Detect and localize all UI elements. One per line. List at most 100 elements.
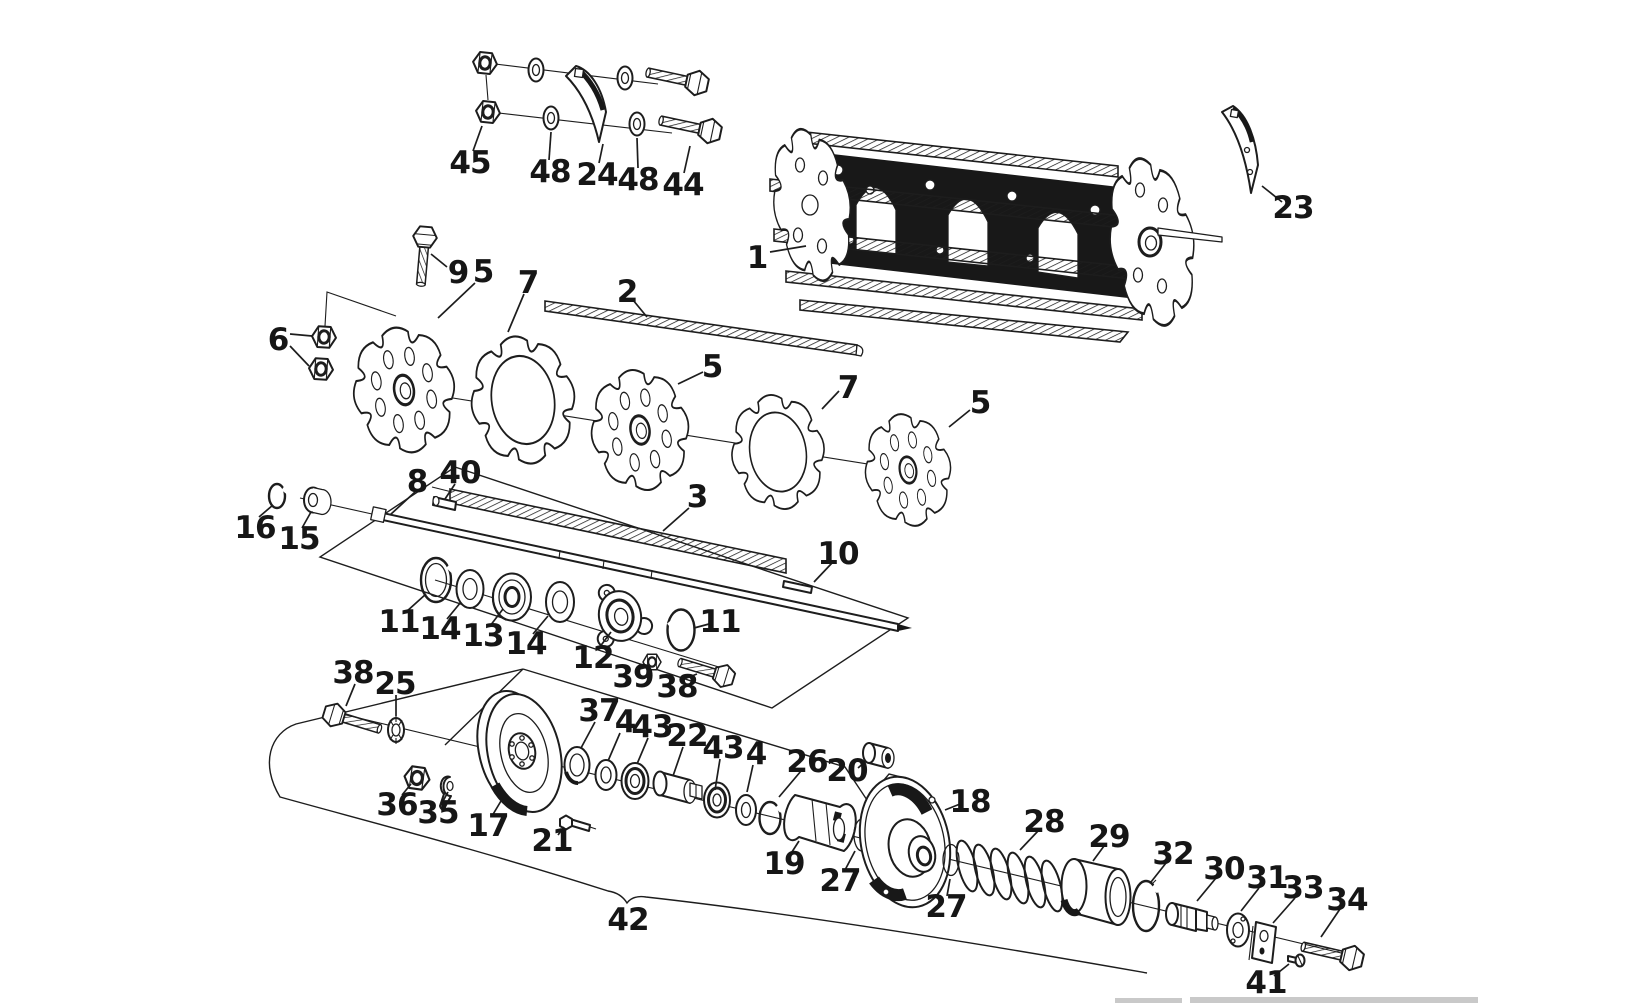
leader-line-29 bbox=[1092, 845, 1105, 862]
leader-line-4 bbox=[746, 764, 754, 793]
leader-line-31 bbox=[1240, 887, 1260, 912]
leader-line-10 bbox=[813, 562, 833, 583]
bolt-34 bbox=[1297, 933, 1367, 974]
leader-line-5 bbox=[948, 409, 971, 428]
part-label-38: 38 bbox=[332, 655, 373, 691]
part-label-2: 2 bbox=[617, 274, 638, 310]
rasp-bar-2 bbox=[544, 300, 864, 357]
part-label-16: 16 bbox=[234, 510, 275, 546]
drive-plate-18 bbox=[858, 775, 952, 909]
part-label-8: 8 bbox=[407, 464, 428, 500]
leader-line-1 bbox=[769, 245, 807, 253]
leader-line-35 bbox=[441, 791, 449, 804]
leader-line-18 bbox=[944, 803, 961, 811]
washer-4-b bbox=[735, 794, 757, 826]
part-label-29: 29 bbox=[1088, 819, 1129, 855]
scan-mark bbox=[1115, 998, 1182, 1003]
leader-line-34 bbox=[1320, 908, 1341, 938]
leader-line-27 bbox=[946, 878, 951, 897]
reel-end-plate-right bbox=[1096, 150, 1208, 334]
washer-14-b bbox=[545, 581, 575, 623]
part-label-7: 7 bbox=[838, 370, 859, 406]
part-label-48: 48 bbox=[617, 162, 658, 198]
part-label-27: 27 bbox=[819, 863, 860, 899]
leader-line-36 bbox=[401, 783, 412, 796]
leader-line-23 bbox=[1261, 185, 1283, 203]
part-label-17: 17 bbox=[467, 808, 508, 844]
shaft-8 bbox=[370, 506, 912, 632]
part-label-5: 5 bbox=[473, 254, 494, 290]
part-label-4: 4 bbox=[746, 736, 767, 772]
leader-line-24 bbox=[598, 143, 604, 164]
reel-drum-assembly-1 bbox=[761, 122, 1223, 343]
part-label-31: 31 bbox=[1246, 860, 1287, 896]
lock-washer-25 bbox=[387, 716, 405, 744]
part-label-34: 34 bbox=[1326, 882, 1368, 918]
part-label-30: 30 bbox=[1203, 851, 1245, 887]
leader-line-22 bbox=[672, 746, 684, 777]
key-10 bbox=[782, 580, 813, 594]
fitting-30 bbox=[1165, 902, 1219, 932]
blade-23 bbox=[1221, 105, 1259, 194]
part-label-24: 24 bbox=[576, 157, 618, 193]
leader-line-20 bbox=[857, 760, 867, 769]
leader-line-2 bbox=[632, 299, 648, 318]
leader-line-45 bbox=[472, 125, 483, 152]
part-label-15: 15 bbox=[278, 521, 319, 557]
part-label-5: 5 bbox=[702, 349, 723, 385]
part-label-12: 12 bbox=[572, 640, 613, 676]
leader-line-17 bbox=[491, 800, 502, 817]
part-label-5: 5 bbox=[970, 385, 991, 421]
washer-48-b bbox=[542, 105, 560, 131]
leader-line-7 bbox=[507, 293, 525, 333]
leader-line-6 bbox=[289, 345, 310, 367]
leader-line-28 bbox=[1019, 830, 1039, 851]
part-label-13: 13 bbox=[462, 618, 503, 654]
part-label-19: 19 bbox=[763, 846, 804, 882]
ring-37 bbox=[563, 746, 591, 785]
part-label-32: 32 bbox=[1152, 836, 1193, 872]
leader-line-21 bbox=[557, 826, 565, 836]
part-label-27: 27 bbox=[925, 889, 966, 925]
leader-line-16 bbox=[258, 504, 274, 518]
part-label-25: 25 bbox=[374, 666, 415, 702]
snap-ring-26 bbox=[758, 800, 784, 836]
part-label-42: 42 bbox=[607, 902, 648, 938]
part-label-7: 7 bbox=[518, 265, 539, 301]
reel-end-plate-left bbox=[761, 122, 863, 288]
bolt-44-b bbox=[655, 106, 725, 147]
bearing-13 bbox=[491, 572, 532, 622]
part-label-44: 44 bbox=[662, 167, 704, 203]
leader-line-38 bbox=[345, 683, 356, 707]
part-label-26: 26 bbox=[786, 744, 827, 780]
leader-line-43 bbox=[714, 758, 721, 791]
bolt-38-a bbox=[319, 699, 386, 742]
part-label-28: 28 bbox=[1023, 804, 1064, 840]
part-label-45: 45 bbox=[449, 145, 490, 181]
plate-33 bbox=[1248, 921, 1277, 964]
leader-line-14 bbox=[446, 601, 462, 620]
bolt-44-a bbox=[642, 58, 712, 99]
bearing-43-a bbox=[620, 762, 650, 800]
ring-disc-7-a bbox=[462, 329, 584, 472]
leader-line-48 bbox=[548, 131, 552, 161]
leader-line-37 bbox=[580, 721, 596, 749]
part-label-21: 21 bbox=[531, 823, 572, 859]
leader-line-13 bbox=[489, 608, 504, 627]
part-label-41: 41 bbox=[1245, 965, 1286, 1001]
washer-4-a bbox=[594, 759, 618, 791]
leader-line-41 bbox=[1273, 963, 1290, 977]
snap-ring-11-b bbox=[666, 608, 696, 652]
part-label-38: 38 bbox=[656, 669, 697, 705]
part-label-4: 4 bbox=[615, 704, 636, 740]
pulley-17 bbox=[476, 689, 563, 816]
part-label-14: 14 bbox=[419, 611, 461, 647]
housing-outline-42 bbox=[268, 668, 1148, 974]
leader-line-33 bbox=[1272, 897, 1296, 924]
part-label-48: 48 bbox=[529, 154, 570, 190]
leader-line-7 bbox=[821, 390, 840, 410]
leader-line-6 bbox=[289, 333, 313, 337]
leader-line-11 bbox=[693, 623, 710, 629]
